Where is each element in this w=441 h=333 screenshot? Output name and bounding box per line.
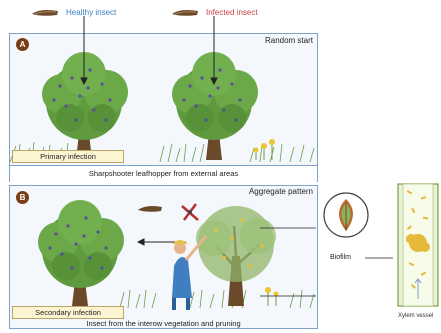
biofilm-arrow-icon [365, 255, 395, 261]
tree-3-icon [38, 200, 124, 306]
healthy-insect-label: Healthy insect [66, 8, 116, 17]
pruning-shears-icon [182, 204, 198, 220]
infected-insect-icon [138, 206, 162, 212]
dandelion-icon [254, 139, 276, 160]
panel-a-caption-bar: Sharpshooter leafhopper from external ar… [10, 165, 317, 182]
legend: Healthy insect Infected insect [30, 6, 290, 22]
biofilm-leaf-icon [322, 191, 370, 239]
biofilm-label: Biofilm [330, 254, 351, 261]
dandelion-icon [265, 287, 279, 306]
primary-infection-label: Primary infection [12, 150, 124, 163]
panel-b-caption: Insect from the interow vegetation and p… [10, 319, 317, 328]
infected-tree-icon [196, 206, 276, 306]
infected-insect-icon [170, 8, 200, 18]
healthy-insect-icon [30, 8, 60, 18]
secondary-infection-label: Secondary infection [12, 306, 124, 319]
panel-b: B Aggregate pattern [9, 185, 318, 329]
infected-insect-label: Infected insect [206, 8, 258, 17]
tree-2-icon [172, 52, 258, 160]
panel-a-caption: Sharpshooter leafhopper from external ar… [10, 169, 317, 178]
grass-icon [120, 290, 314, 308]
xylem-vessel-label: Xylem vessel [398, 313, 433, 319]
panel-a: A Random start [9, 33, 318, 182]
xylem-vessel-icon [397, 183, 439, 307]
tree-1-icon [42, 52, 128, 160]
